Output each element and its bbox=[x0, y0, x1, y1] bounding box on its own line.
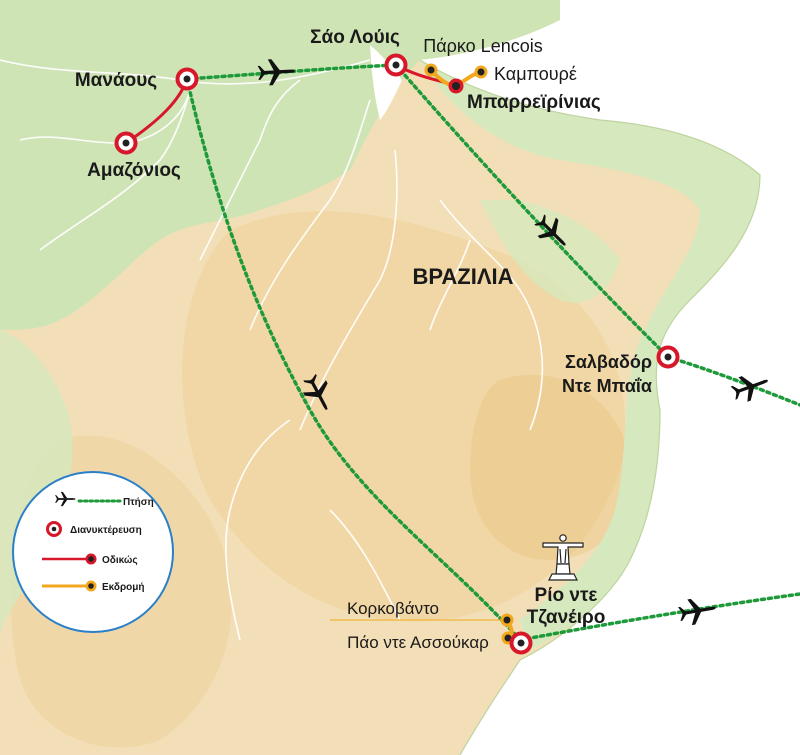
place-label-manaus: Μανάους bbox=[75, 70, 157, 91]
place-label-barreirinhas: Μπαρρεϊρίνιας bbox=[467, 92, 601, 113]
overnight-marker-sao-luis bbox=[384, 53, 408, 77]
atlantic-ocean bbox=[420, 0, 800, 755]
legend-road: Οδικώς bbox=[42, 553, 138, 566]
overnight-marker-rio bbox=[509, 631, 533, 655]
legend-excursion-label: Εκδρομή bbox=[102, 582, 145, 593]
flight-route-rio-out bbox=[518, 592, 800, 642]
place-label-lencois: Πάρκο Lencois bbox=[423, 36, 542, 56]
legend-overnight: Διανυκτέρευση bbox=[46, 521, 142, 537]
flight-route-salvador-out bbox=[666, 355, 800, 407]
amazon-forest-region bbox=[0, 0, 560, 330]
place-label-salvador-line2: Ντε Μπαΐα bbox=[562, 376, 652, 396]
flight-route-manaus-rio bbox=[185, 77, 522, 642]
legend-flight: Πτήση bbox=[55, 491, 154, 508]
legend-frame bbox=[12, 471, 174, 633]
green-river-valley bbox=[480, 200, 620, 303]
place-label-rio-line1: Ρίο ντε bbox=[535, 585, 598, 606]
highland-region bbox=[182, 211, 626, 622]
legend-road-label: Οδικώς bbox=[102, 555, 138, 566]
place-label-rio-line2: Τζανέιρο bbox=[527, 607, 606, 628]
overnight-markers bbox=[114, 53, 680, 655]
overnight-marker-manaus bbox=[175, 67, 199, 91]
legend-flight-label: Πτήση bbox=[123, 497, 154, 508]
place-label-salvador-line1: Σαλβαδόρ bbox=[565, 352, 652, 372]
place-label-sugarloaf: Πάο ντε Ασσούκαρ bbox=[347, 633, 489, 652]
coastline bbox=[419, 59, 761, 755]
overnight-marker-amazon bbox=[114, 131, 138, 155]
rivers bbox=[0, 59, 544, 641]
country-label: ΒΡΑΖΙΛΙΑ bbox=[412, 264, 513, 289]
flight-route-saoluis-salvador bbox=[394, 63, 670, 359]
christ-redeemer-icon bbox=[542, 534, 584, 581]
legend-excursion: Εκδρομή bbox=[42, 580, 145, 593]
place-label-sao-luis: Σάο Λούις bbox=[310, 27, 400, 48]
place-label-amazon: Αμαζόνιος bbox=[87, 160, 181, 181]
map-legend: Πτήση Διανυκτέρευση Οδικώς Εκδρομή bbox=[12, 471, 174, 633]
legend-overnight-label: Διανυκτέρευση bbox=[70, 525, 142, 536]
place-label-corcovado: Κορκοβάντο bbox=[347, 599, 439, 618]
place-label-cabure: Καμπουρέ bbox=[494, 64, 577, 84]
amazon-river-mouth bbox=[370, 45, 402, 120]
highland-region-east bbox=[470, 374, 632, 560]
overnight-marker-salvador bbox=[656, 345, 680, 369]
